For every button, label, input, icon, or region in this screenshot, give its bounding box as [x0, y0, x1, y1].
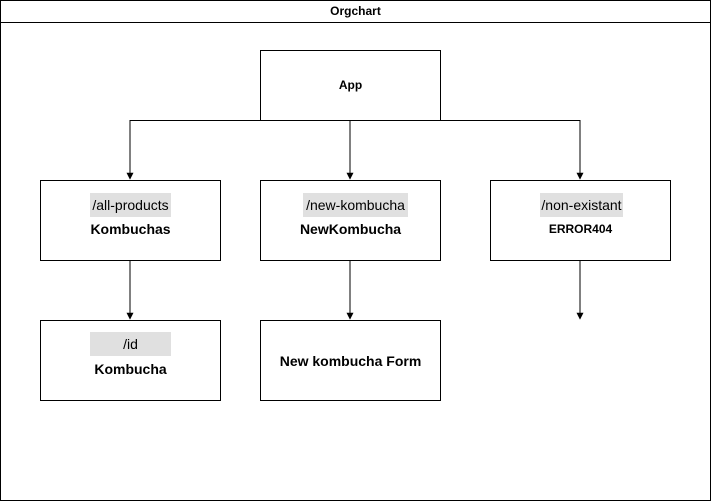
component-label-kombucha: Kombucha	[94, 361, 167, 377]
route-badge-non-existant: /non-existant	[540, 193, 623, 217]
node-kombucha: /id Kombucha	[40, 320, 221, 401]
node-app-label: App	[338, 78, 363, 92]
route-badge-id: /id	[90, 332, 171, 356]
node-newkombucha: /new-kombucha NewKombucha	[260, 180, 441, 261]
component-label-kombuchas: Kombuchas	[90, 221, 171, 237]
node-app: App	[260, 50, 441, 121]
component-label-error404: ERROR404	[548, 222, 613, 236]
route-badge-new-kombucha: /new-kombucha	[303, 193, 408, 217]
component-label-newkombucha: NewKombucha	[299, 221, 402, 237]
node-kombuchas: /all-products Kombuchas	[40, 180, 221, 261]
diagram-title: Orgchart	[1, 1, 710, 23]
node-error404: /non-existant ERROR404	[490, 180, 671, 261]
component-label-new-kombucha-form: New kombucha Form	[279, 353, 422, 369]
node-new-kombucha-form: New kombucha Form	[260, 320, 441, 401]
route-badge-all-products: /all-products	[90, 193, 171, 217]
